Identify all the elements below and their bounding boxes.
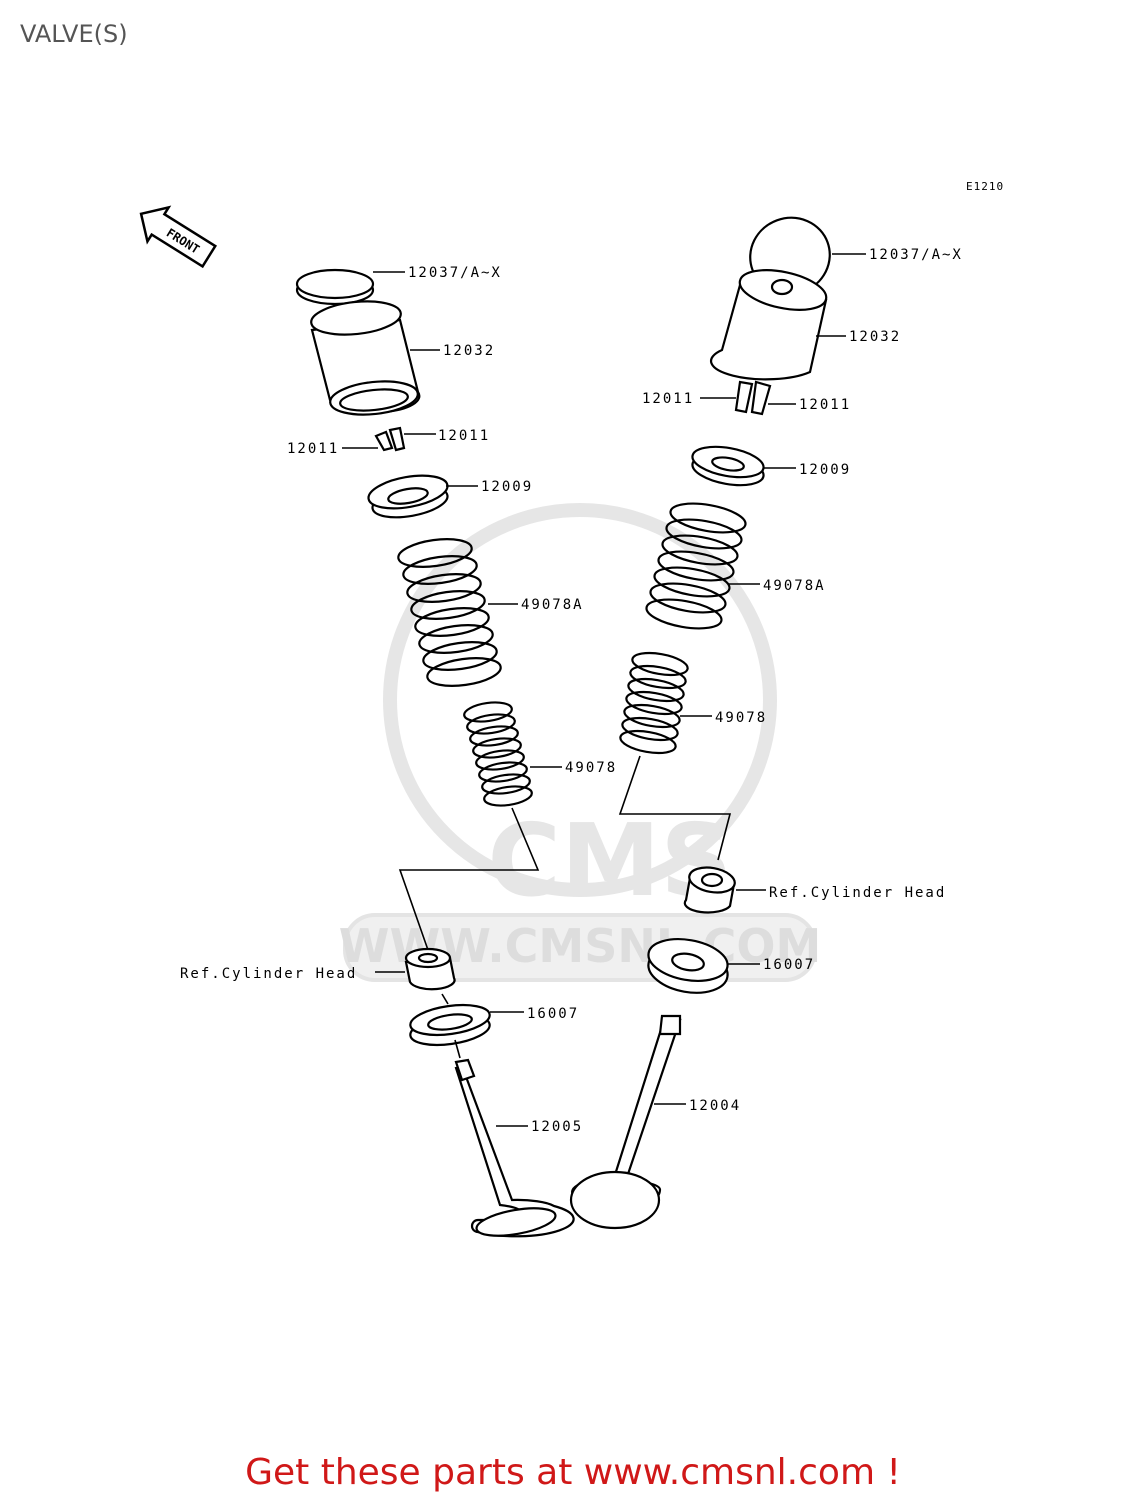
right-retainer-label: 12009 [799,462,851,478]
left-valve-assembly: 12037/A~X 12032 12011 12011 12009 [180,265,617,1238]
right-retainer [691,445,796,487]
diagram-code: E1210 [966,180,1004,193]
left-valve-guide [375,947,456,991]
right-outer-spring-label: 49078A [763,578,826,594]
left-inner-spring [463,701,562,807]
right-valve-seal [647,938,760,994]
left-ref-head-label: Ref.Cylinder Head [180,966,357,982]
right-lifter [709,269,846,381]
front-arrow-icon: FRONT [139,205,218,269]
left-shim-label: 12037/A~X [408,265,502,281]
right-outer-spring [645,502,760,630]
left-inner-spring-label: 49078 [565,760,617,776]
left-retainer [367,474,478,519]
left-valve [454,1039,575,1238]
parts-diagram: WWW.CMSNL.COM CMS E1210 FRONT 12037/A~X … [139,180,1004,1238]
left-cotter-label-left: 12011 [287,441,339,457]
get-parts-link[interactable]: Get these parts at www.cmsnl.com ! [245,1452,901,1493]
left-valve-label: 12005 [531,1119,583,1135]
watermark: WWW.CMSNL.COM CMS [339,503,821,982]
left-cotters [342,426,436,452]
left-outer-spring-label: 49078A [521,597,584,613]
right-seal-label: 16007 [763,957,815,973]
right-cotter-label-right: 12011 [799,397,851,413]
left-shim [295,268,405,306]
left-valve-seal [409,993,524,1047]
right-ref-head-label: Ref.Cylinder Head [769,885,946,901]
left-cotter-label-right: 12011 [438,428,490,444]
left-lifter [310,300,440,416]
right-valve-guide [683,866,766,914]
right-inner-spring-label: 49078 [715,710,767,726]
left-seal-label: 16007 [527,1006,579,1022]
right-valve-label: 12004 [689,1098,741,1114]
right-cotters [700,380,796,416]
right-shim-label: 12037/A~X [869,247,963,263]
right-lifter-label: 12032 [849,329,901,345]
left-lifter-label: 12032 [443,343,495,359]
left-outer-spring [397,538,518,687]
left-retainer-label: 12009 [481,479,533,495]
right-cotter-label-left: 12011 [642,391,694,407]
right-inner-spring [619,651,712,755]
page-title: VALVE(S) [20,20,128,48]
right-valve-assembly: 12037/A~X 12032 12011 12011 12009 [569,216,963,1230]
right-valve [569,1014,686,1230]
